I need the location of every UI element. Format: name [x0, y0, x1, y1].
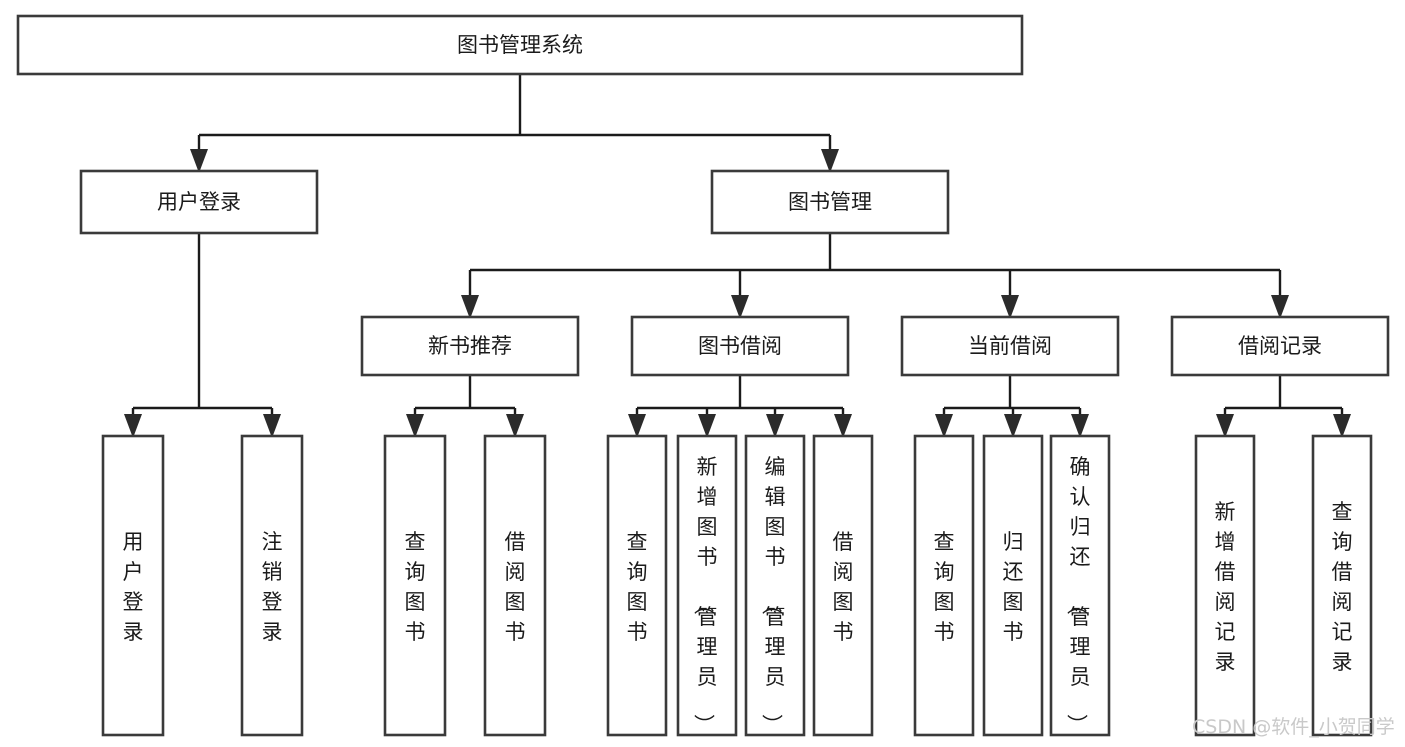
leaf-label-text: 借阅图书	[505, 530, 526, 644]
node-user-login[interactable]: 用户登录	[79, 169, 319, 235]
arrow-leaf-query-book-2	[628, 414, 646, 438]
node-borrow-record[interactable]: 借阅记录	[1170, 315, 1390, 377]
arrow-book-manage	[821, 149, 839, 173]
leaf-label-leaf-logout-login: 注销登录	[262, 530, 283, 644]
leaf-box-query-record[interactable]	[1311, 434, 1373, 737]
csdn-watermark: CSDN @软件_小贺同学	[1192, 716, 1395, 738]
root-label: 图书管理系统	[457, 33, 583, 57]
leaf-label-text: 查询图书	[934, 530, 955, 644]
leaf-box-add-book[interactable]	[676, 434, 738, 737]
connector-layer	[124, 74, 1351, 438]
arrow-leaf-query-book-3	[935, 414, 953, 438]
leaf-label-leaf-user-login: 用户登录	[123, 530, 144, 644]
current-borrow-label: 当前借阅	[968, 334, 1052, 358]
leaf-layer	[101, 434, 1373, 737]
leaf-label-leaf-add-record: 新增借阅记录	[1215, 500, 1236, 674]
leaf-box-edit-book[interactable]	[744, 434, 806, 737]
book-manage-label: 图书管理	[788, 190, 872, 214]
leaf-label-text: 查询图书	[405, 530, 426, 644]
book-borrow-label: 图书借阅	[698, 334, 782, 358]
arrow-borrow-record	[1271, 295, 1289, 319]
user-login-box[interactable]	[79, 169, 319, 235]
leaf-box-add-record[interactable]	[1194, 434, 1256, 737]
borrow-record-label: 借阅记录	[1238, 334, 1322, 358]
leaf-label-text: 用户登录	[123, 530, 144, 644]
leaf-label-layer: 用户登录 注销登录 查询图书 借阅图书 查询图书 新增图书（管理员） 编辑图书（管理员） 借阅…	[123, 455, 1353, 735]
arrow-leaf-add-record	[1216, 414, 1234, 438]
leaf-label-leaf-add-book: 新增图书（管理员）	[692, 455, 718, 735]
leaf-label-leaf-query-book-3: 查询图书	[934, 530, 955, 644]
arrow-leaf-add-book	[698, 414, 716, 438]
node-new-book-recommend[interactable]: 新书推荐	[360, 315, 580, 377]
arrow-user-login	[190, 149, 208, 173]
arrow-leaf-edit-book	[766, 414, 784, 438]
borrow-record-box[interactable]	[1170, 315, 1390, 377]
arrow-leaf-query-book-1	[406, 414, 424, 438]
leaf-label-text: 查询借阅记录	[1332, 500, 1353, 674]
arrow-leaf-logout-login	[263, 414, 281, 438]
arrow-leaf-confirm-return	[1071, 414, 1089, 438]
leaf-box-return-book[interactable]	[982, 434, 1044, 737]
leaf-label-text: 归还图书	[1003, 530, 1024, 644]
root-box[interactable]	[16, 14, 1024, 76]
leaf-label-text: 编辑图书（管理员）	[760, 455, 786, 735]
leaf-label-leaf-query-book-2: 查询图书	[627, 530, 648, 644]
current-borrow-box[interactable]	[900, 315, 1120, 377]
new-book-recommend-label: 新书推荐	[428, 334, 512, 358]
leaf-box-confirm-return[interactable]	[1049, 434, 1111, 737]
node-current-borrow[interactable]: 当前借阅	[900, 315, 1120, 377]
leaf-label-text: 新增图书（管理员）	[692, 455, 718, 735]
leaf-label-leaf-confirm-return: 确认归还（管理员）	[1065, 455, 1091, 735]
leaf-label-leaf-return-book: 归还图书	[1003, 530, 1024, 644]
leaf-label-text: 查询图书	[627, 530, 648, 644]
leaf-box-borrow-book-1[interactable]	[483, 434, 547, 737]
leaf-label-leaf-borrow-book-2: 借阅图书	[833, 530, 854, 644]
leaf-label-text: 借阅图书	[833, 530, 854, 644]
leaf-box-logout-login[interactable]	[240, 434, 304, 737]
leaf-label-leaf-edit-book: 编辑图书（管理员）	[760, 455, 786, 735]
arrow-leaf-user-login	[124, 414, 142, 438]
arrow-leaf-query-record	[1333, 414, 1351, 438]
leaf-label-text: 确认归还（管理员）	[1065, 455, 1091, 735]
leaf-box-query-book-1[interactable]	[383, 434, 447, 737]
leaf-label-leaf-query-record: 查询借阅记录	[1332, 500, 1353, 674]
leaf-label-text: 注销登录	[262, 530, 283, 644]
leaf-box-query-book-3[interactable]	[913, 434, 975, 737]
leaf-box-query-book-2[interactable]	[606, 434, 668, 737]
book-manage-box[interactable]	[710, 169, 950, 235]
node-root[interactable]: 图书管理系统	[16, 14, 1024, 76]
user-login-label: 用户登录	[157, 190, 241, 214]
arrow-current-borrow	[1001, 295, 1019, 319]
arrow-book-borrow	[731, 295, 749, 319]
arrow-leaf-return-book	[1004, 414, 1022, 438]
leaf-label-text: 新增借阅记录	[1215, 500, 1236, 674]
node-book-borrow[interactable]: 图书借阅	[630, 315, 850, 377]
leaf-box-user-login[interactable]	[101, 434, 165, 737]
node-book-manage[interactable]: 图书管理	[710, 169, 950, 235]
leaf-box-borrow-book-2[interactable]	[812, 434, 874, 737]
book-borrow-box[interactable]	[630, 315, 850, 377]
arrow-new-book-recommend	[461, 295, 479, 319]
new-book-recommend-box[interactable]	[360, 315, 580, 377]
arrow-leaf-borrow-book-1	[506, 414, 524, 438]
leaf-label-leaf-borrow-book-1: 借阅图书	[505, 530, 526, 644]
arrow-leaf-borrow-book-2	[834, 414, 852, 438]
leaf-label-leaf-query-book-1: 查询图书	[405, 530, 426, 644]
